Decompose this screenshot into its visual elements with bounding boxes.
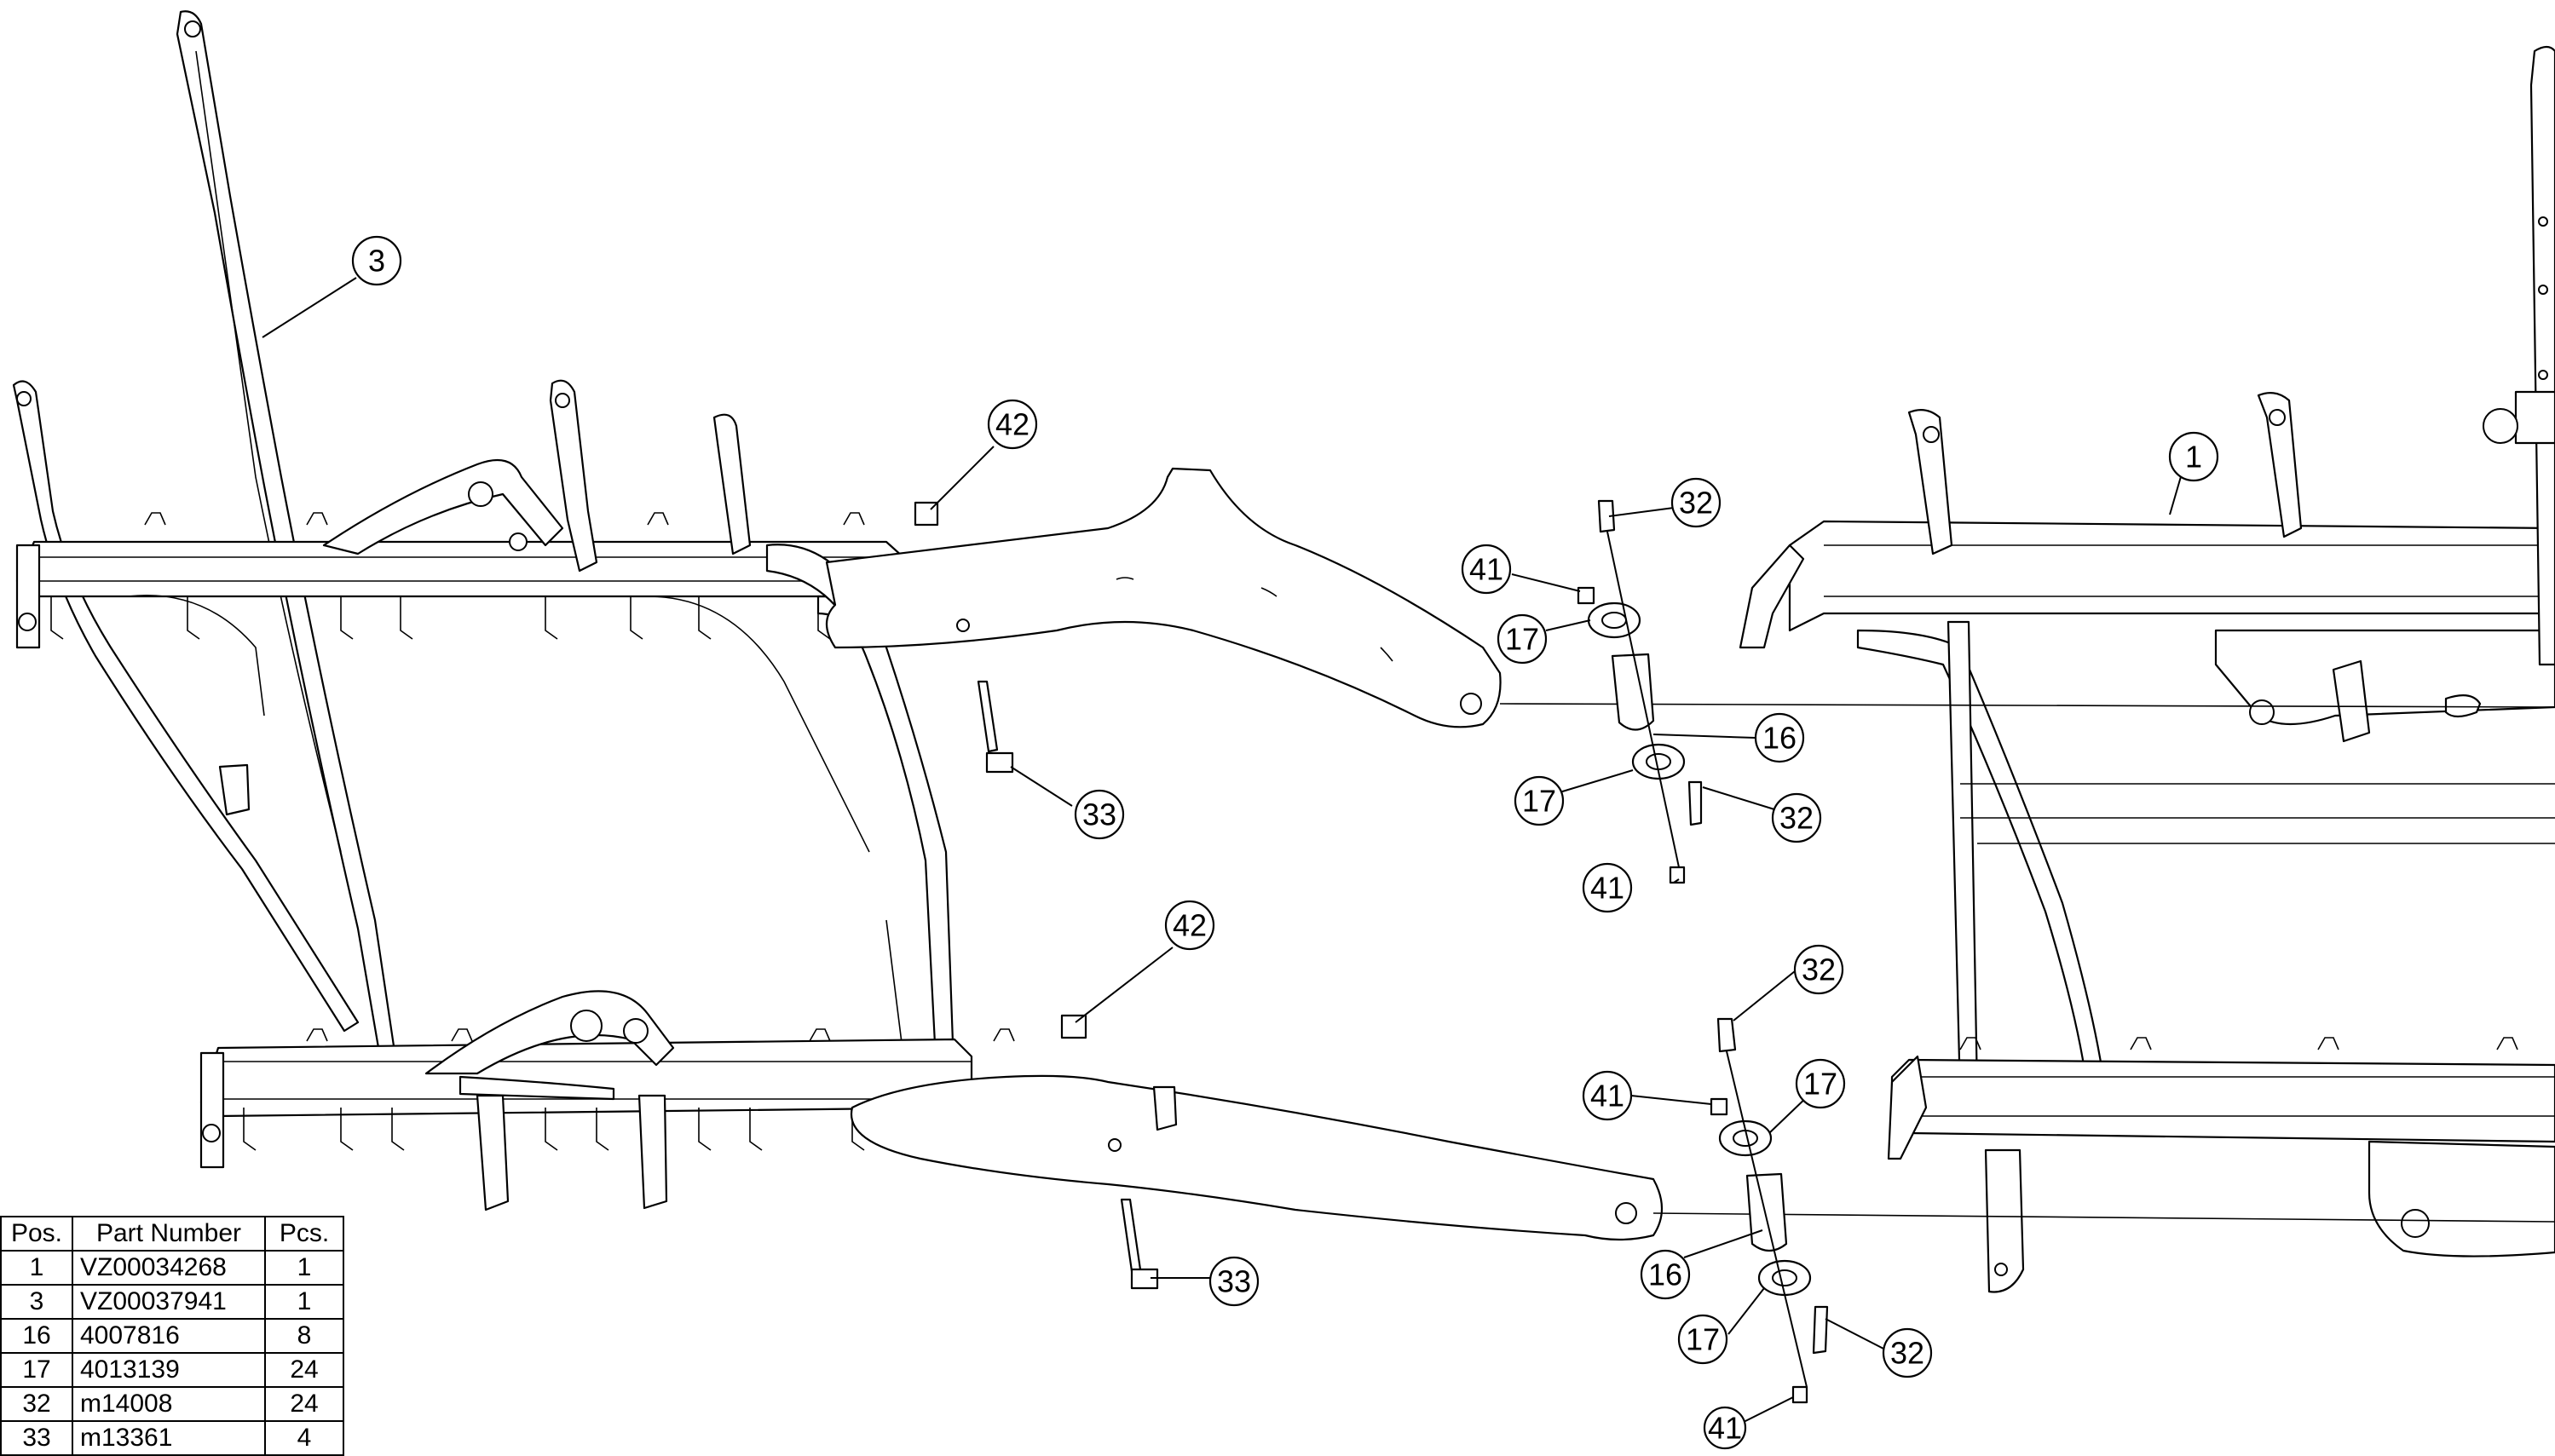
fastener-group-upper — [914, 499, 1703, 884]
table-row: 3 VZ00037941 1 — [0, 1284, 344, 1320]
bom-part-number: 4013139 — [72, 1352, 266, 1388]
upper-left-frame-bar — [15, 379, 905, 853]
callout-17-lower-b: 17 — [1677, 1314, 1728, 1365]
bom-pcs: 1 — [264, 1250, 344, 1286]
svg-text:33: 33 — [1217, 1264, 1251, 1299]
table-row: 17 4013139 24 — [0, 1352, 344, 1388]
bom-part-number: VZ00034268 — [72, 1250, 266, 1286]
svg-text:17: 17 — [1803, 1067, 1837, 1102]
upper-long-arm — [825, 467, 1502, 728]
svg-text:17: 17 — [1522, 784, 1556, 819]
svg-text:33: 33 — [1082, 797, 1116, 832]
svg-text:16: 16 — [1648, 1257, 1682, 1292]
svg-text:1: 1 — [2185, 440, 2202, 475]
bill-of-materials-table: Pos. Part Number Pcs. 1 VZ00034268 1 3 V… — [0, 1216, 344, 1456]
svg-text:32: 32 — [1890, 1336, 1924, 1371]
callout-3: 3 — [351, 235, 402, 286]
callout-41-lower-a: 41 — [1582, 1070, 1633, 1121]
right-frame-part-1 — [1739, 391, 2555, 743]
bom-pos: 1 — [0, 1250, 73, 1286]
bom-pcs: 1 — [264, 1284, 344, 1320]
svg-text:32: 32 — [1779, 801, 1814, 836]
bom-pcs: 24 — [264, 1352, 344, 1388]
alignment-lines — [1499, 703, 2555, 1223]
callout-42-upper: 42 — [987, 399, 1038, 450]
callout-32-lower-b: 32 — [1882, 1327, 1933, 1378]
bom-part-number: VZ00037941 — [72, 1284, 266, 1320]
svg-text:3: 3 — [368, 244, 385, 279]
table-row: 32 m14008 24 — [0, 1386, 344, 1422]
bom-part-number: 4007816 — [72, 1318, 266, 1354]
svg-text:42: 42 — [1173, 908, 1207, 943]
svg-text:17: 17 — [1505, 622, 1539, 657]
callout-32-lower-a: 32 — [1793, 944, 1844, 995]
callout-16-lower: 16 — [1640, 1249, 1691, 1300]
bom-pcs: 4 — [264, 1420, 344, 1456]
callout-41-lower-b: 41 — [1703, 1406, 1747, 1450]
right-vertical-plate — [2483, 45, 2555, 666]
svg-text:32: 32 — [1802, 952, 1836, 987]
bom-header-row: Pos. Part Number Pcs. — [0, 1216, 344, 1252]
svg-text:17: 17 — [1686, 1322, 1720, 1357]
table-row: 1 VZ00034268 1 — [0, 1250, 344, 1286]
bom-pos: 33 — [0, 1420, 73, 1456]
callout-17-upper-a: 17 — [1497, 613, 1548, 665]
callout-1: 1 — [2168, 431, 2219, 482]
table-row: 16 4007816 8 — [0, 1318, 344, 1354]
bom-part-number: m14008 — [72, 1386, 266, 1422]
svg-text:41: 41 — [1708, 1411, 1742, 1446]
bom-pos: 16 — [0, 1318, 73, 1354]
callout-16-upper: 16 — [1754, 712, 1805, 763]
bom-pcs: 24 — [264, 1386, 344, 1422]
callout-33-lower: 33 — [1208, 1256, 1260, 1307]
fastener-group-lower — [1060, 1014, 1829, 1404]
callout-17-upper-b: 17 — [1514, 775, 1565, 826]
callout-17-lower-a: 17 — [1795, 1058, 1846, 1109]
svg-text:42: 42 — [995, 407, 1029, 442]
bom-pcs: 8 — [264, 1318, 344, 1354]
bom-header-pcs: Pcs. — [264, 1216, 344, 1252]
callout-32-upper-b: 32 — [1771, 792, 1822, 843]
bom-pos: 3 — [0, 1284, 73, 1320]
callout-41-upper-a: 41 — [1461, 544, 1512, 595]
callout-42-lower: 42 — [1164, 900, 1215, 951]
bom-part-number: m13361 — [72, 1420, 266, 1456]
callout-bubbles: 3 1 42 32 41 17 16 17 32 41 33 42 32 41 … — [351, 235, 2219, 1450]
bom-header-part-number: Part Number — [72, 1216, 266, 1252]
callout-33-upper: 33 — [1074, 789, 1125, 840]
lower-left-frame-bar — [199, 990, 1015, 1211]
svg-text:41: 41 — [1590, 1079, 1624, 1114]
lower-long-arm — [850, 1074, 1663, 1241]
bom-pos: 17 — [0, 1352, 73, 1388]
svg-text:41: 41 — [1469, 552, 1503, 587]
bom-pos: 32 — [0, 1386, 73, 1422]
callout-41-upper-b: 41 — [1582, 862, 1633, 913]
bom-header-pos: Pos. — [0, 1216, 73, 1252]
svg-text:32: 32 — [1679, 486, 1713, 521]
callout-leaders — [262, 277, 2183, 1427]
left-shank — [12, 380, 360, 1033]
svg-text:41: 41 — [1590, 871, 1624, 906]
lower-right-frame-bar — [1887, 1037, 2555, 1293]
callout-32-upper-a: 32 — [1670, 477, 1722, 528]
table-row: 33 m13361 4 — [0, 1420, 344, 1456]
svg-text:16: 16 — [1762, 721, 1797, 756]
